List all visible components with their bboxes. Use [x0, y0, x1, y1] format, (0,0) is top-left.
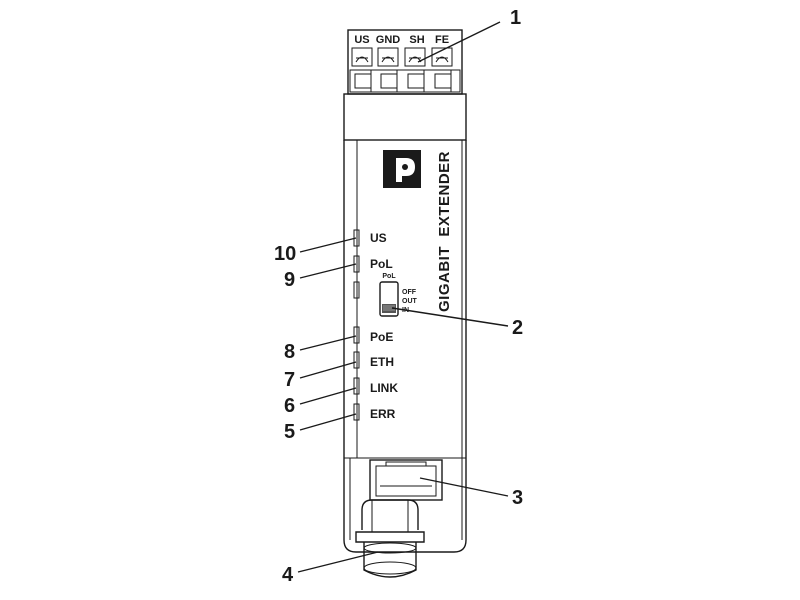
terminal-wire-slots: [349, 69, 461, 93]
callout-leaders: [297, 21, 509, 573]
callout-3: 3: [512, 487, 523, 509]
callout-1: 1: [510, 7, 521, 29]
led-label-link: LINK: [370, 381, 398, 395]
leader-1: [417, 21, 501, 63]
leader-9: [299, 263, 357, 279]
callout-2: 2: [512, 317, 523, 339]
switch-pos-out: OUT: [402, 298, 418, 305]
callout-9: 9: [284, 269, 295, 291]
callout-10: 10: [274, 243, 296, 265]
led-label-us: US: [370, 231, 387, 245]
switch-caption: PoL: [382, 273, 396, 280]
led-label-poe: PoE: [370, 330, 393, 344]
led-spare: [353, 281, 360, 299]
callout-8: 8: [284, 341, 295, 363]
leader-2: [391, 307, 509, 327]
led-label-pol: PoL: [370, 257, 393, 271]
leader-7: [299, 361, 357, 379]
callout-5: 5: [284, 421, 295, 443]
switch-pos-off: OFF: [402, 289, 417, 296]
led-err: [353, 403, 360, 421]
terminal-screws: [351, 47, 453, 67]
terminal-label-us: US: [354, 34, 369, 46]
led-label-err: ERR: [370, 407, 396, 421]
led-poe: [353, 326, 360, 344]
callout-4: 4: [282, 564, 294, 586]
terminal-label-fe: FE: [435, 34, 449, 46]
leader-5: [299, 413, 357, 431]
leader-3: [419, 477, 509, 497]
callout-numbers: 1 2 3 4 5 6 7 8 9 10: [274, 7, 523, 586]
led-label-eth: ETH: [370, 355, 394, 369]
phoenix-contact-logo: [383, 150, 421, 188]
leader-8: [299, 335, 357, 351]
terminal-label-gnd: GND: [376, 34, 401, 46]
housing-top: [343, 93, 467, 141]
device-title: GIGABIT EXTENDER: [436, 151, 453, 312]
leader-6: [299, 387, 357, 405]
led-eth: [353, 351, 360, 369]
callout-6: 6: [284, 395, 295, 417]
switch-slider[interactable]: [382, 304, 396, 313]
led-link: [353, 377, 360, 395]
leader-10: [299, 237, 357, 253]
leader-4: [297, 551, 379, 573]
fiber-connector[interactable]: [355, 499, 425, 578]
led-labels: US PoL PoE ETH LINK ERR: [370, 231, 398, 421]
callout-7: 7: [284, 369, 295, 391]
terminal-label-sh: SH: [409, 34, 424, 46]
led-indicators: [353, 229, 360, 421]
terminal-block: US GND SH FE: [347, 29, 463, 95]
